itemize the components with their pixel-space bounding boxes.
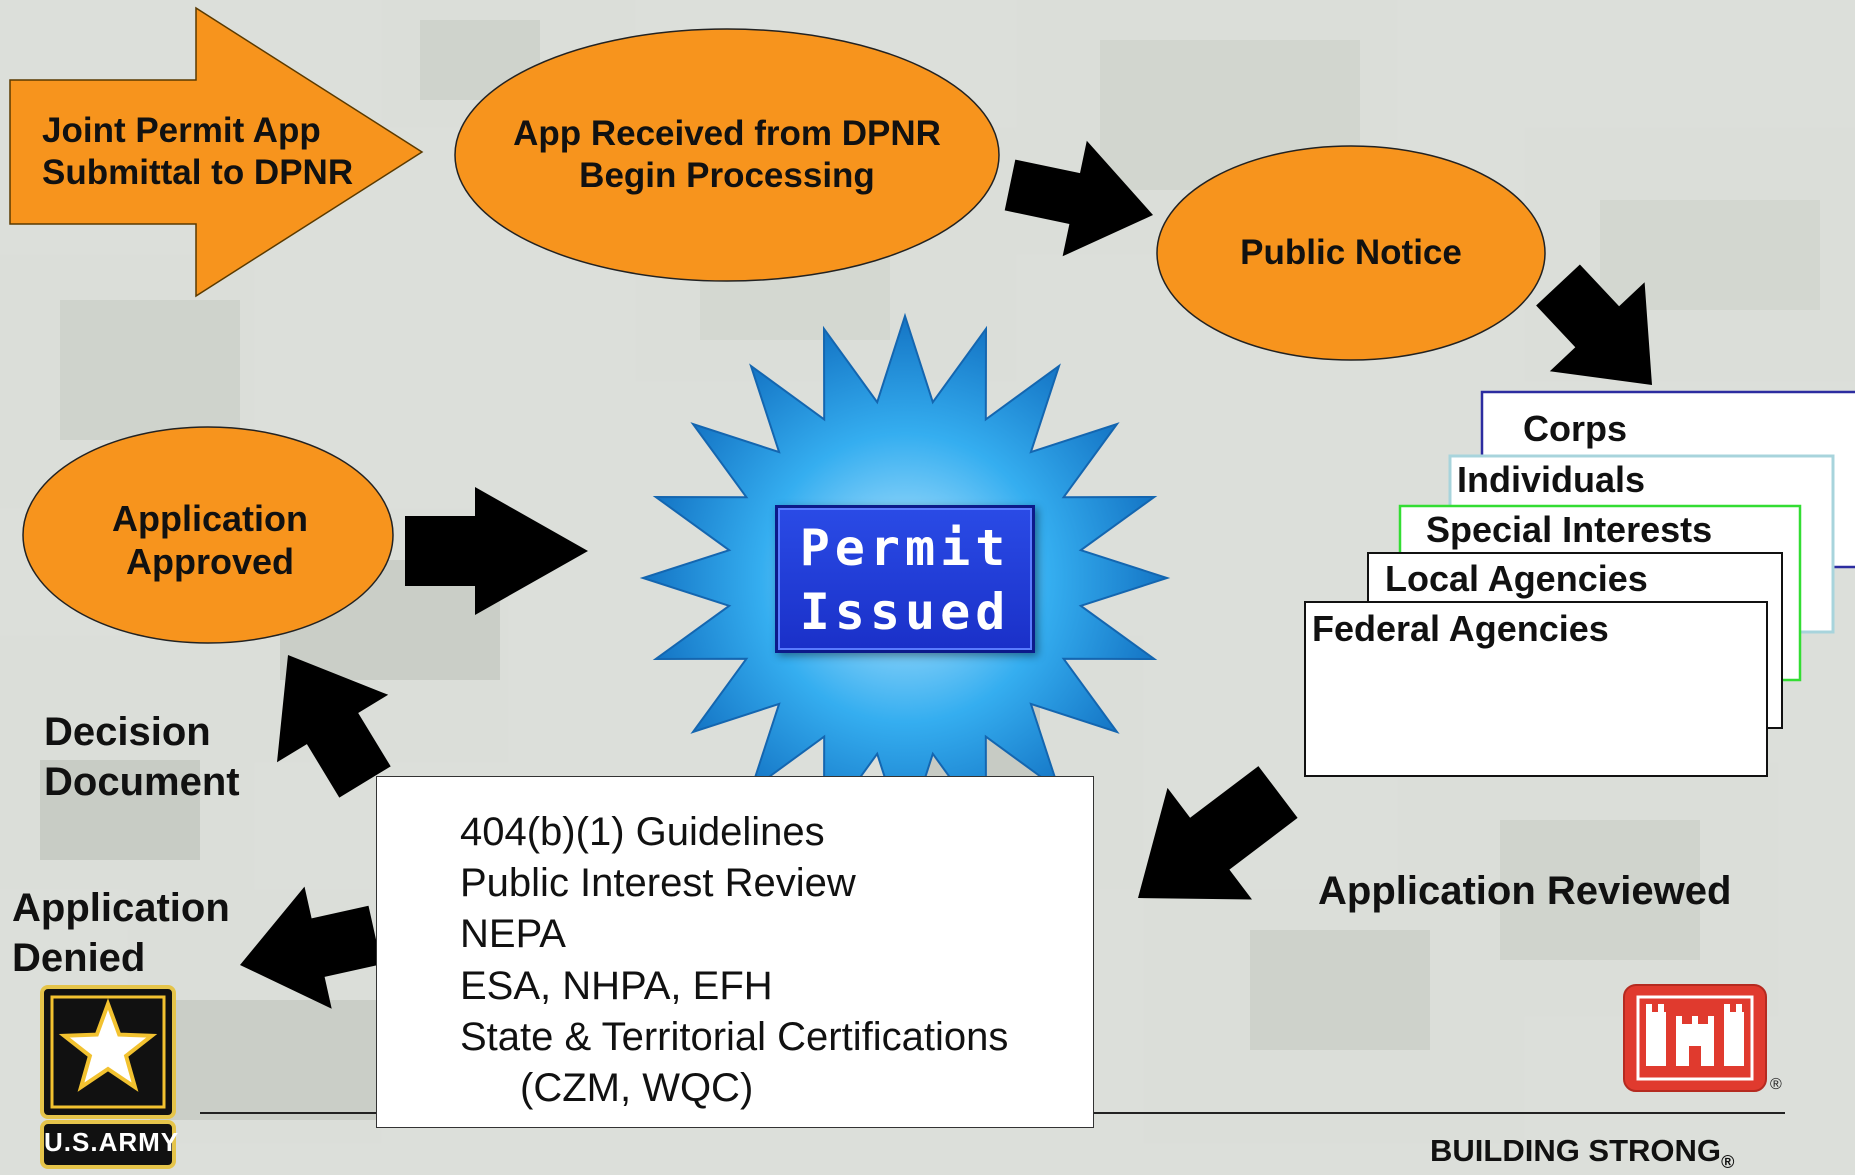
permit-issued-label: Permit Issued [775, 505, 1035, 653]
usace-castle-logo [1623, 984, 1767, 1092]
reviewer-individuals: Individuals [1457, 459, 1646, 500]
public-notice-ellipse [1156, 145, 1546, 361]
arrow-notice-to-reviewers [1536, 264, 1652, 385]
reviewer-federal-agencies: Federal Agencies [1312, 608, 1609, 649]
usace-registered-mark: ® [1770, 1076, 1782, 1093]
received-label: App Received from DPNR Begin Processing [513, 114, 941, 195]
arrow-review-to-approved [277, 655, 391, 798]
criteria-czm-wqc: (CZM, WQC) [520, 1065, 754, 1110]
arrow-received-to-notice [1004, 140, 1153, 257]
federal-agencies-card-border [1304, 601, 1768, 777]
submittal-arrow-shape [9, 6, 424, 298]
building-strong-tagline: BUILDING STRONG® [1430, 1133, 1734, 1173]
public-notice-label: Public Notice [1240, 233, 1462, 272]
criteria-public-interest: Public Interest Review [460, 861, 856, 906]
arrow-approved-to-permit [405, 487, 588, 615]
arrow-review-to-denied [240, 886, 382, 1009]
criteria-nepa: NEPA [460, 912, 566, 957]
criteria-state-certifications: State & Territorial Certifications [460, 1014, 1009, 1059]
tagline-text: BUILDING STRONG [1430, 1133, 1722, 1168]
reviewer-local-agencies: Local Agencies [1385, 558, 1648, 599]
criteria-esa-nhpa-efh: ESA, NHPA, EFH [460, 963, 773, 1008]
submittal-label: Joint Permit App Submittal to DPNR [42, 111, 354, 192]
decision-document-label: Decision Document [44, 710, 240, 804]
review-criteria-box: 404(b)(1) Guidelines Public Interest Rev… [376, 776, 1094, 1128]
army-logo-text: U.S.ARMY [44, 1127, 180, 1157]
criteria-404b1: 404(b)(1) Guidelines [460, 810, 825, 854]
flow-arrows [240, 140, 1652, 1009]
application-reviewed-label: Application Reviewed [1318, 869, 1732, 913]
approved-label: Application Approved [112, 497, 308, 582]
reviewer-corps: Corps [1523, 408, 1628, 449]
reviewer-special-interests: Special Interests [1426, 509, 1713, 550]
tagline-registered-mark: ® [1721, 1152, 1735, 1173]
approved-ellipse [22, 426, 394, 644]
us-army-logo [40, 985, 176, 1169]
received-ellipse [454, 28, 1000, 282]
application-denied-label: Application Denied [12, 886, 230, 980]
arrow-reviewers-to-review-box [1138, 766, 1298, 900]
